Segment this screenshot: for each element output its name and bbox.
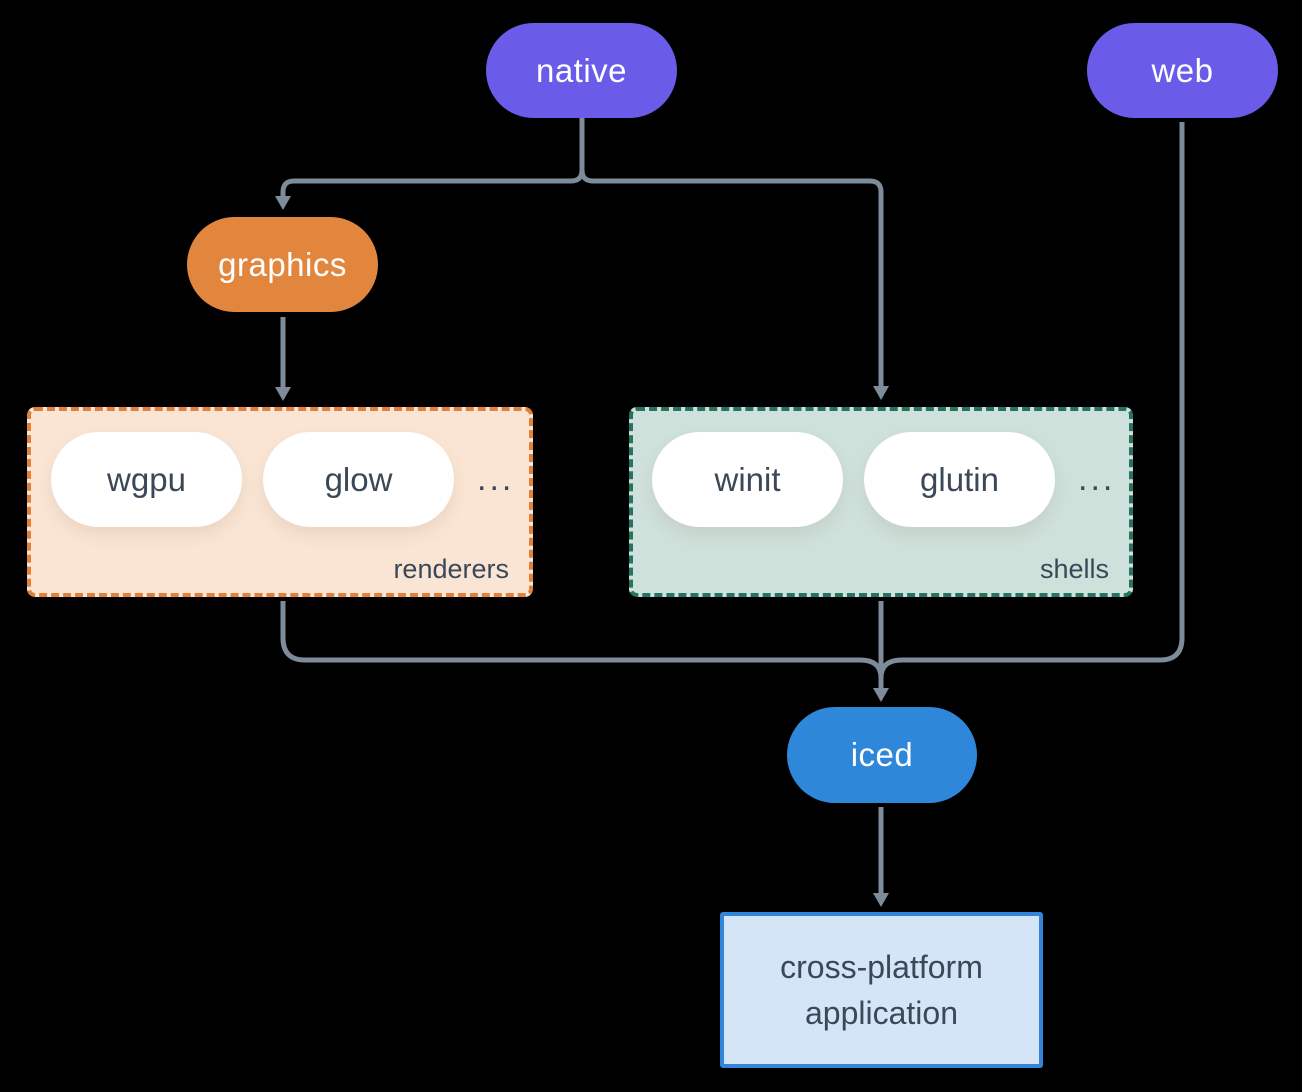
node-web: web: [1087, 23, 1278, 118]
node-iced-label: iced: [850, 736, 914, 773]
node-iced: iced: [787, 707, 977, 803]
node-graphics: graphics: [187, 217, 378, 312]
pill-winit: winit: [652, 432, 843, 527]
pill-winit-label: winit: [714, 460, 781, 498]
renderers-ellipsis: ...: [477, 460, 515, 498]
shells-pill-row: winit glutin ...: [652, 432, 1115, 527]
pill-glow-label: glow: [324, 460, 393, 498]
pill-glutin: glutin: [864, 432, 1055, 527]
edge-native-shells: [579, 118, 889, 400]
pill-wgpu-label: wgpu: [107, 460, 186, 498]
renderers-label: renderers: [393, 554, 509, 584]
shells-ellipsis: ...: [1078, 460, 1116, 498]
node-web-label: web: [1151, 51, 1214, 89]
node-native: native: [486, 23, 677, 118]
node-application: cross-platform application: [720, 912, 1043, 1068]
application-label-line1: cross-platform: [780, 948, 983, 985]
edge-native-graphics: [275, 118, 585, 210]
node-graphics-label: graphics: [218, 245, 347, 283]
group-renderers: wgpu glow ... renderers: [27, 407, 533, 597]
node-native-label: native: [535, 51, 628, 89]
renderers-pill-row: wgpu glow ...: [51, 432, 514, 527]
shells-label: shells: [1039, 554, 1109, 584]
pill-wgpu: wgpu: [51, 432, 242, 527]
application-label-line2: application: [805, 995, 958, 1031]
group-shells: winit glutin ... shells: [629, 407, 1133, 597]
pill-glow: glow: [263, 432, 454, 527]
pill-glutin-label: glutin: [920, 460, 999, 498]
edge-renderers-merge: [280, 601, 884, 679]
